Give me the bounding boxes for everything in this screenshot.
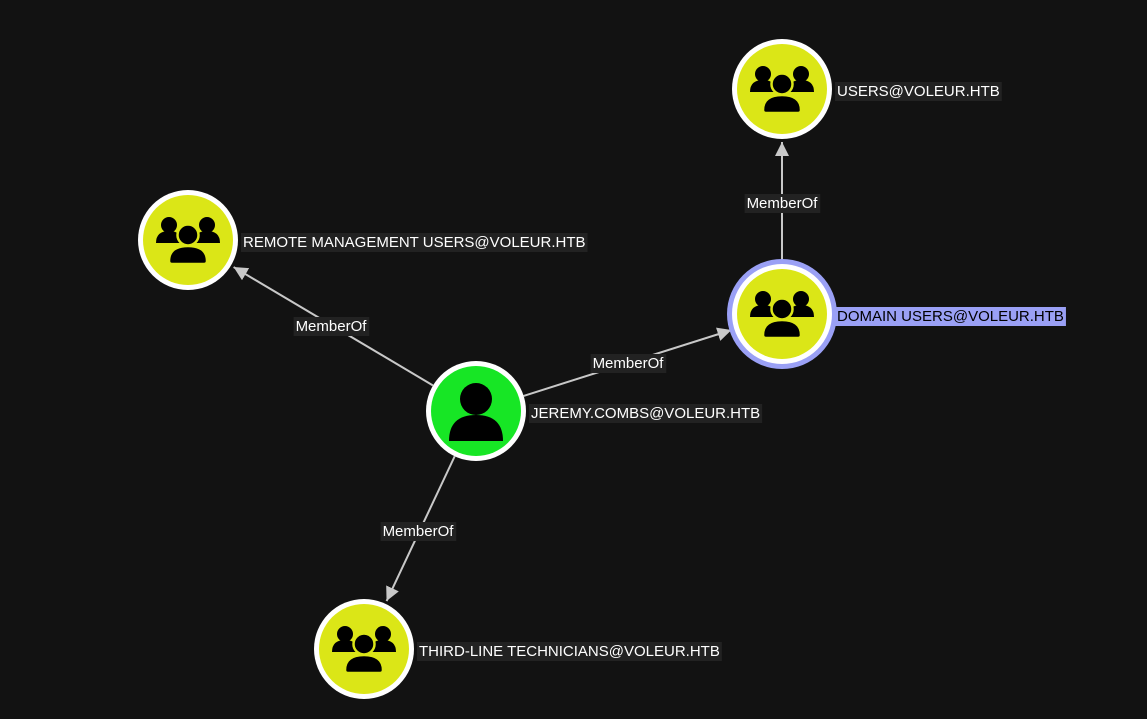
node-users[interactable]: USERS@VOLEUR.HTB (732, 39, 1002, 139)
edge-label: MemberOf (593, 355, 665, 372)
node-label[interactable]: DOMAIN USERS@VOLEUR.HTB (837, 308, 1064, 325)
node-jc[interactable]: JEREMY.COMBS@VOLEUR.HTB (426, 361, 763, 461)
node-label[interactable]: USERS@VOLEUR.HTB (837, 83, 1000, 100)
edge-label: MemberOf (383, 523, 455, 540)
edge-label: MemberOf (296, 318, 368, 335)
node-label-bg (417, 642, 722, 661)
node-label-bg (835, 307, 1066, 326)
edge-label-bg (293, 317, 370, 336)
node-label-bg (835, 82, 1002, 101)
node-label-bg (241, 233, 588, 252)
edge-jc-tlt[interactable]: MemberOf (380, 455, 457, 602)
node-rmu[interactable]: REMOTE MANAGEMENT USERS@VOLEUR.HTB (138, 190, 588, 290)
group-icon (332, 626, 396, 675)
edge-jc-rmu[interactable]: MemberOf (233, 266, 434, 387)
edge-jc-du[interactable]: MemberOf (523, 327, 732, 397)
node-label-bg (529, 404, 763, 423)
edge-label-bg (744, 194, 821, 213)
group-icon (156, 217, 220, 266)
group-icon (750, 66, 814, 115)
node-tlt[interactable]: THIRD-LINE TECHNICIANS@VOLEUR.HTB (314, 599, 722, 699)
group-icon (750, 291, 814, 340)
edge-label-bg (590, 354, 667, 373)
node-label[interactable]: REMOTE MANAGEMENT USERS@VOLEUR.HTB (243, 234, 586, 251)
node-du[interactable]: DOMAIN USERS@VOLEUR.HTB (727, 259, 1066, 369)
node-label[interactable]: THIRD-LINE TECHNICIANS@VOLEUR.HTB (419, 643, 720, 660)
edge-label: MemberOf (747, 195, 819, 212)
node-label[interactable]: JEREMY.COMBS@VOLEUR.HTB (531, 405, 760, 422)
edge-label-bg (380, 522, 457, 541)
edge-du-users[interactable]: MemberOf (744, 142, 821, 264)
user-icon (449, 383, 503, 441)
